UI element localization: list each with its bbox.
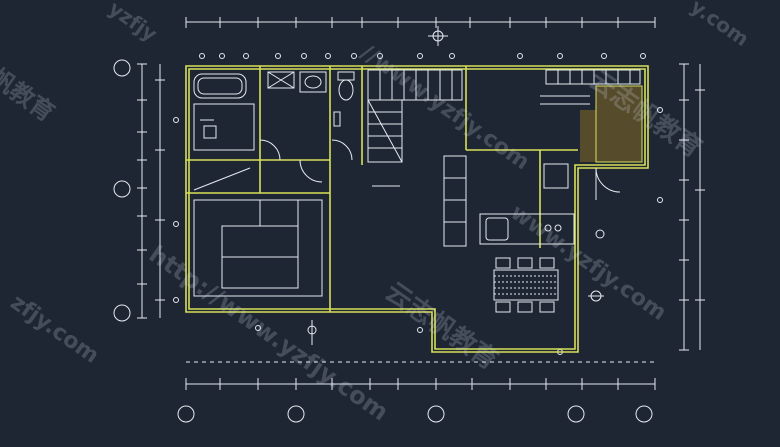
axis-bubble-bottom-4	[567, 405, 585, 423]
tatami-room	[193, 199, 323, 297]
washbasin-counter	[299, 71, 327, 93]
axis-bubble-bottom-5	[635, 405, 653, 423]
axis-bubble-bottom-1	[177, 405, 195, 423]
entrance-hatch	[580, 85, 643, 163]
toilet-bowl	[338, 79, 354, 101]
axis-bubble-bottom-3	[427, 405, 445, 423]
perimeter-markers	[173, 53, 663, 355]
toilet-tank	[337, 71, 355, 81]
axis-bubble-bottom-2	[287, 405, 305, 423]
left-dimension-line	[137, 63, 165, 319]
top-dimension-line	[185, 17, 656, 28]
grid-axis-bubbles	[113, 59, 653, 423]
interior-linework	[193, 69, 641, 345]
bottom-dimension-line	[185, 361, 656, 390]
axis-bubble-left-1	[113, 59, 131, 77]
axis-bubble-left-2	[113, 180, 131, 198]
kitchen-sink	[485, 217, 509, 241]
kitchen	[443, 155, 575, 247]
axis-bubble-left-3	[113, 304, 131, 322]
top-crosshair-icon	[428, 26, 448, 46]
dining-table	[493, 257, 559, 313]
bath-room	[193, 103, 255, 151]
right-dimension-line	[679, 63, 705, 351]
bathtub	[193, 73, 247, 99]
closet-shelves	[540, 69, 641, 105]
staircase	[367, 69, 463, 163]
exterior-wall-outline	[185, 65, 649, 353]
